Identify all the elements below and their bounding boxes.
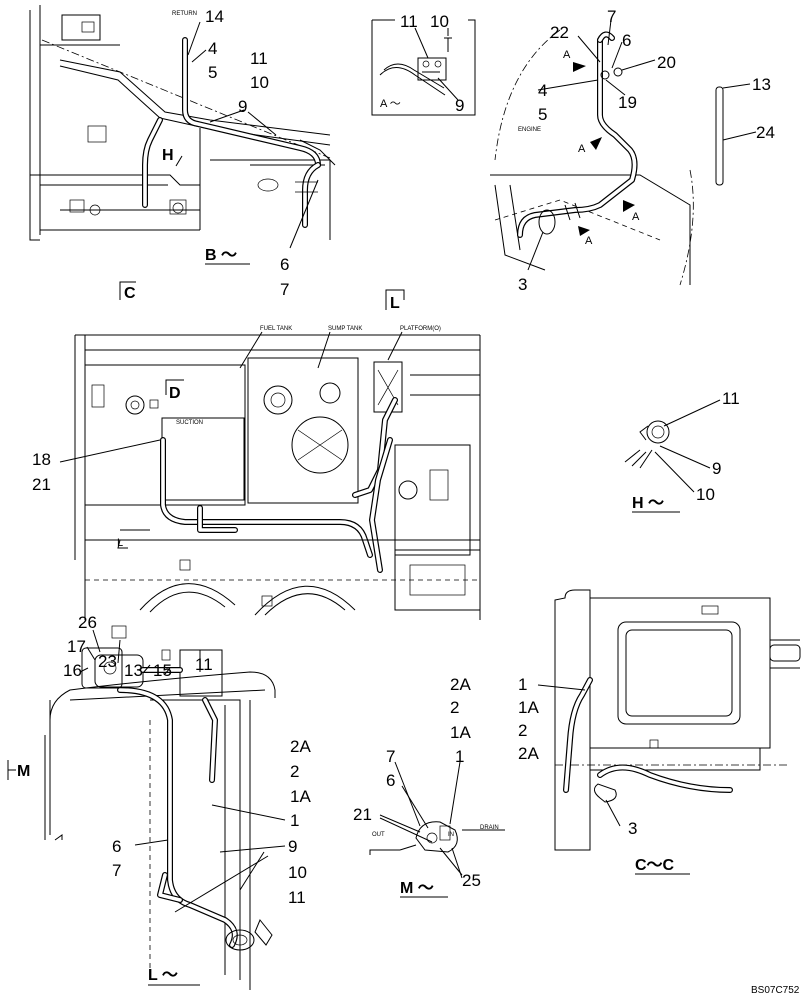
callout-10: 10 <box>430 12 449 31</box>
view-cc-caption: C～C <box>635 857 675 874</box>
callout-9: 9 <box>455 96 464 115</box>
callout-5: 5 <box>208 63 217 82</box>
callout-7: 7 <box>112 861 121 880</box>
callout-9: 9 <box>712 459 721 478</box>
callout-7: 7 <box>607 7 616 26</box>
callout-3: 3 <box>518 275 527 294</box>
callout-11: 11 <box>400 12 418 31</box>
callout-6: 6 <box>280 255 289 274</box>
callout-1: 1 <box>290 811 299 830</box>
callout-7: 7 <box>280 280 289 299</box>
view-l: M 26 17 16 23 13 15 11 2A 2 1A 1 6 7 9 1… <box>7 613 311 990</box>
suction-label: SUCTION <box>176 420 203 426</box>
callout-10: 10 <box>288 863 307 882</box>
view-m-marker: M <box>17 763 30 780</box>
callout-2: 2 <box>290 762 299 781</box>
reference-number: BS07C752 <box>751 985 800 996</box>
section-l-marker: L <box>390 295 400 312</box>
callout-2A: 2A <box>450 675 471 694</box>
engine-label: ENGINE <box>518 127 541 133</box>
callout-24: 24 <box>756 123 775 142</box>
arrow-a-label: A <box>563 49 571 61</box>
callout-3: 3 <box>628 819 637 838</box>
view-h-marker: H <box>162 147 174 164</box>
view-m-caption: M ～ <box>400 880 434 897</box>
in-label: IN <box>448 832 454 838</box>
callout-11: 11 <box>722 389 740 408</box>
callout-16: 16 <box>63 661 82 680</box>
arrow-a-label: A <box>578 143 586 155</box>
view-l-caption: L ～ <box>148 967 178 984</box>
callout-17: 17 <box>67 637 86 656</box>
callout-6: 6 <box>112 837 121 856</box>
callout-11: 11 <box>195 655 213 674</box>
callout-2: 2 <box>518 721 527 740</box>
view-a: 11 10 9 A ～ <box>371 12 476 116</box>
callout-2A: 2A <box>518 744 539 763</box>
callout-1A: 1A <box>518 698 539 717</box>
sump-tank-label: SUMP TANK <box>328 326 362 332</box>
callout-1A: 1A <box>290 787 311 806</box>
arrow-a-label: A <box>632 211 640 223</box>
callout-2A: 2A <box>290 737 311 756</box>
callout-1A: 1A <box>450 723 471 742</box>
return-label: RETURN <box>172 11 197 17</box>
callout-7: 7 <box>386 747 395 766</box>
view-top: FUEL TANK SUMP TANK PLATFORM(O) SUCTION … <box>32 326 481 620</box>
callout-18: 18 <box>32 450 51 469</box>
callout-15: 15 <box>153 661 172 680</box>
callout-10: 10 <box>696 485 715 504</box>
callout-22: 22 <box>550 23 569 42</box>
platform-label: PLATFORM(O) <box>400 326 441 332</box>
callout-1: 1 <box>455 747 464 766</box>
section-c-marker: C <box>124 285 136 302</box>
callout-9: 9 <box>288 837 297 856</box>
view-h-caption: H ～ <box>632 495 664 512</box>
view-b: RETURN H 14 4 5 11 10 9 6 7 B ～ C L <box>29 5 405 312</box>
callout-19: 19 <box>618 93 637 112</box>
view-m: OUT IN DRAIN 2A 2 1A 7 6 1 21 25 M ～ <box>353 675 505 898</box>
view-b-caption: B ～ <box>205 247 237 264</box>
callout-13: 13 <box>124 661 143 680</box>
callout-25: 25 <box>462 871 481 890</box>
callout-11: 11 <box>288 888 306 907</box>
callout-6: 6 <box>386 771 395 790</box>
callout-23: 23 <box>98 652 117 671</box>
callout-14: 14 <box>205 7 224 26</box>
callout-1: 1 <box>518 675 527 694</box>
callout-5: 5 <box>538 105 547 124</box>
callout-4: 4 <box>208 39 217 58</box>
callout-4: 4 <box>538 81 547 100</box>
fuel-tank-label: FUEL TANK <box>260 326 292 332</box>
view-l-marker: L <box>117 537 123 549</box>
callout-26: 26 <box>78 613 97 632</box>
view-engine: A A A A ENGINE 7 22 6 20 19 4 5 3 <box>490 7 694 294</box>
callout-21: 21 <box>32 475 51 494</box>
callout-13: 13 <box>752 75 771 94</box>
callout-10: 10 <box>250 73 269 92</box>
callout-9: 9 <box>238 97 247 116</box>
out-label: OUT <box>372 832 385 838</box>
callout-11: 11 <box>250 49 268 68</box>
part-24-tube: 13 24 <box>715 75 775 186</box>
callout-20: 20 <box>657 53 676 72</box>
drain-label: DRAIN <box>480 825 499 831</box>
view-a-caption: A ～ <box>380 98 401 110</box>
callout-6: 6 <box>622 31 631 50</box>
view-h: 11 9 10 H ～ <box>624 389 740 513</box>
view-cc: 1 1A 2 2A 3 C～C <box>518 589 801 875</box>
callout-21: 21 <box>353 805 372 824</box>
callout-2: 2 <box>450 698 459 717</box>
arrow-a-label: A <box>585 235 593 247</box>
view-d-marker: D <box>169 385 181 402</box>
